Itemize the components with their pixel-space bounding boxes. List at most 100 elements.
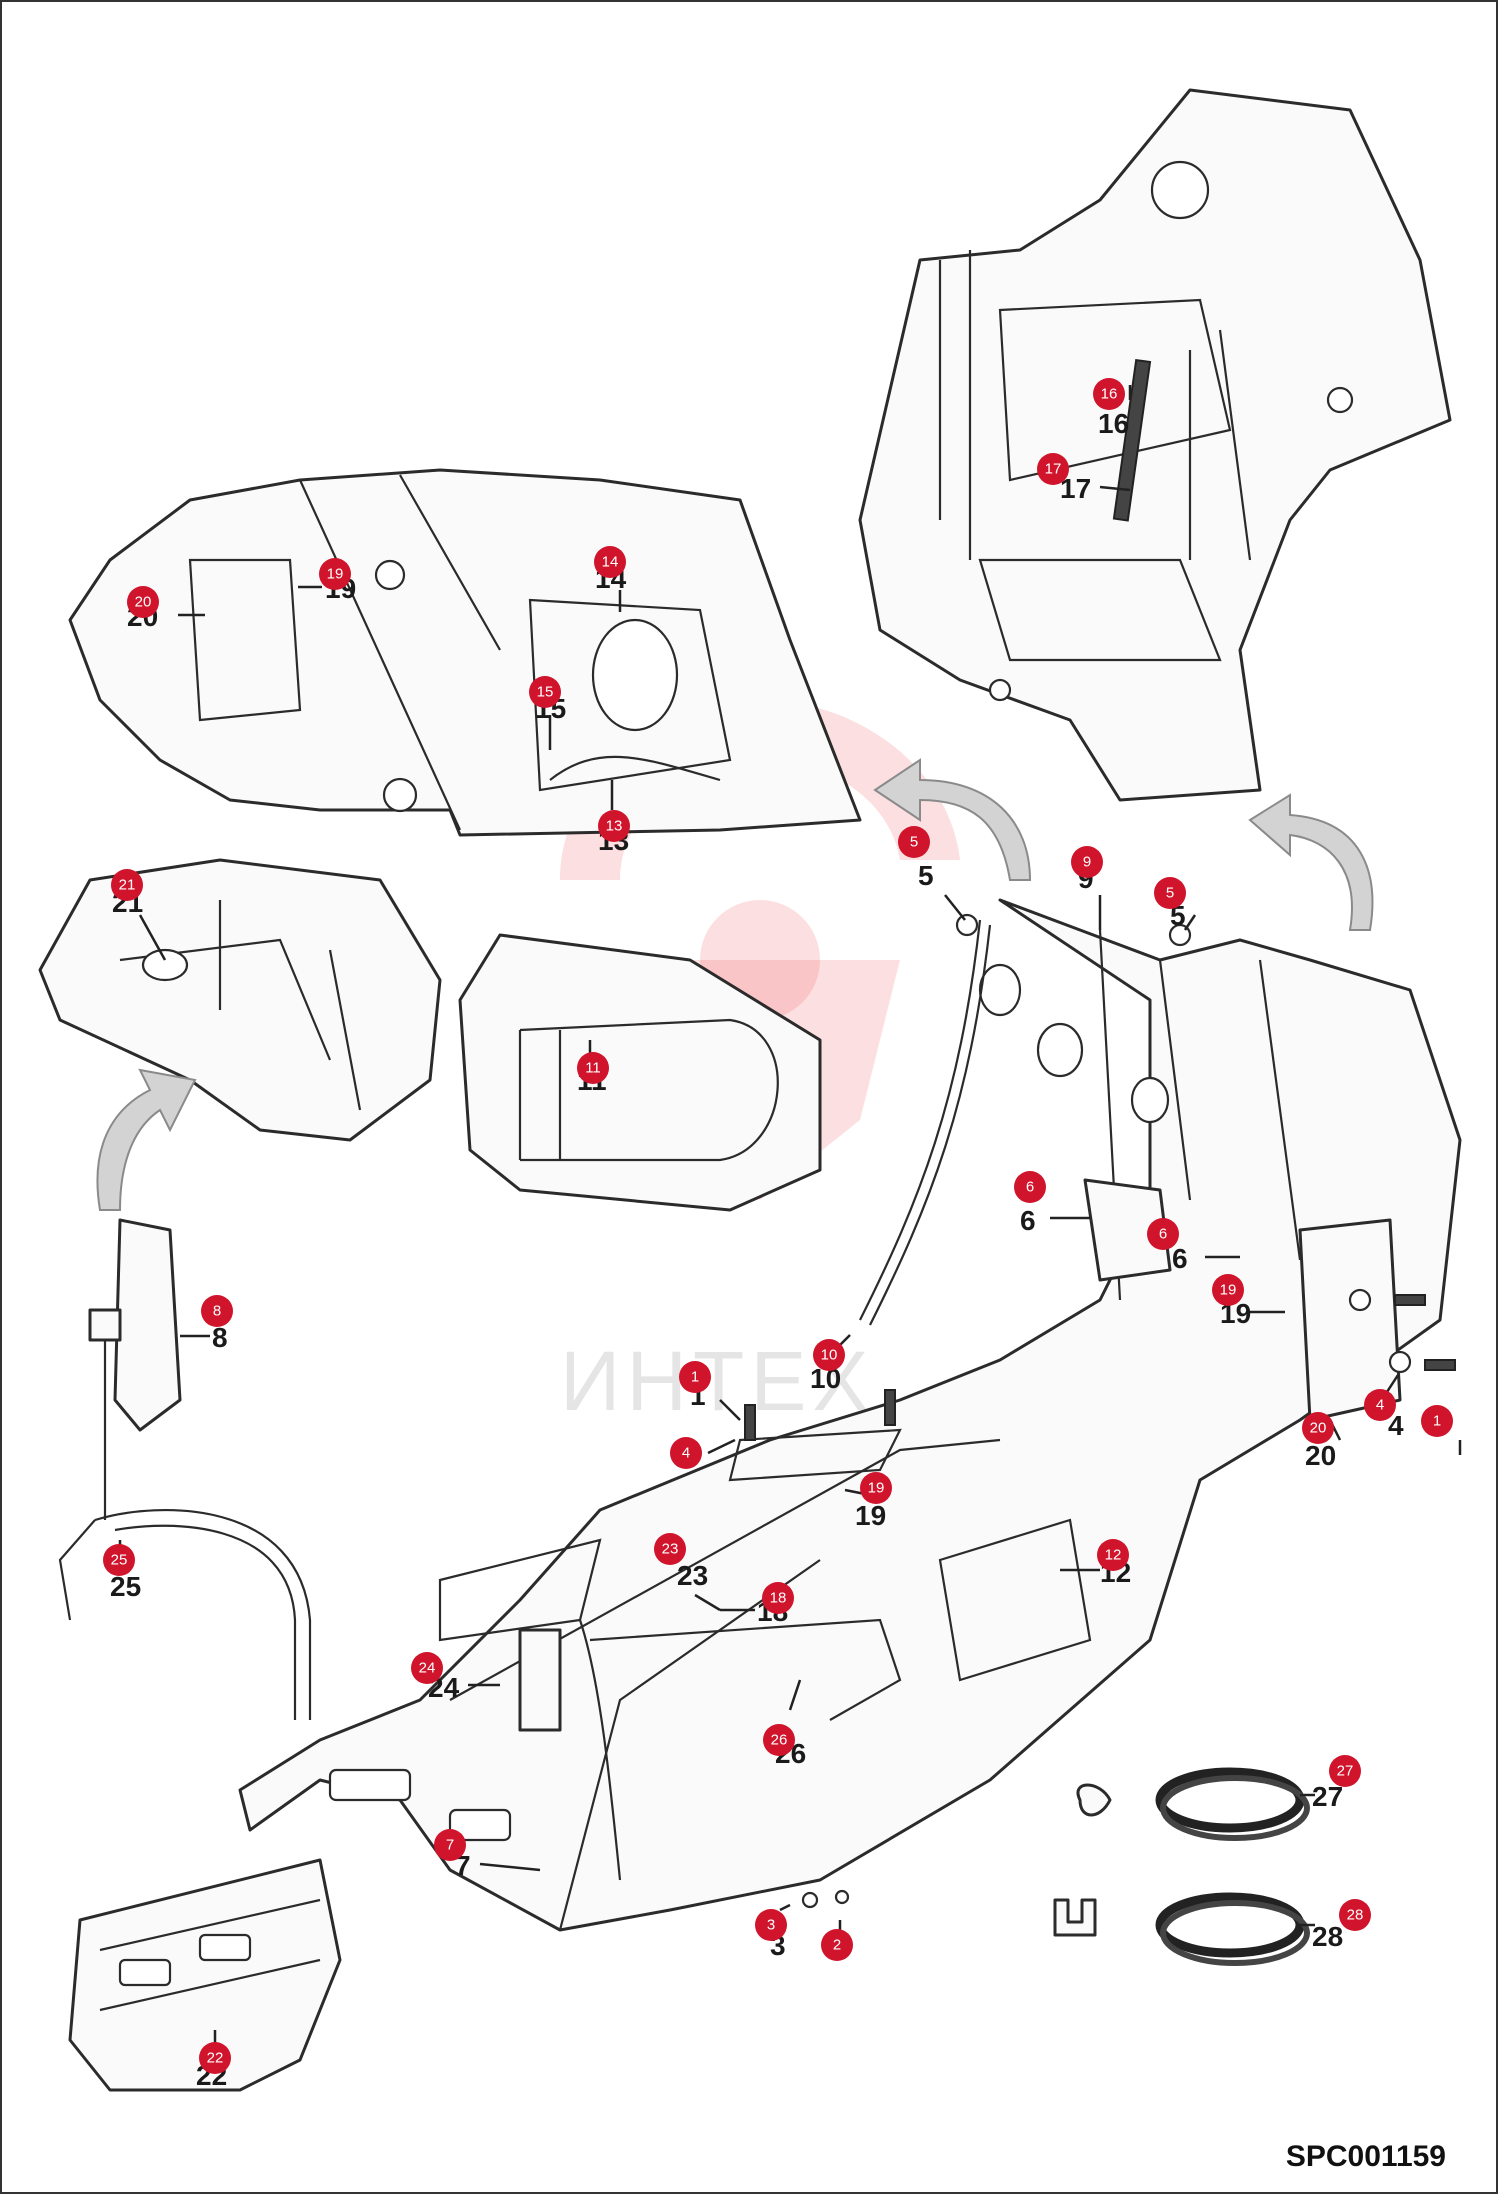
callout-badge[interactable]: 5 bbox=[1154, 877, 1186, 909]
seal-coil-28 bbox=[1053, 1892, 1310, 1966]
bottom-plate bbox=[68, 1858, 342, 2092]
callout-badge[interactable]: 18 bbox=[762, 1582, 794, 1614]
callout-badge[interactable]: 26 bbox=[763, 1724, 795, 1756]
callout-badge[interactable]: 2 bbox=[821, 1929, 853, 1961]
seal-coil-27 bbox=[1076, 1767, 1310, 1841]
callout-badge[interactable]: 19 bbox=[319, 558, 351, 590]
bracket-assembly bbox=[38, 858, 442, 1142]
callout-14: 14 14 bbox=[594, 546, 627, 612]
callout-badge[interactable]: 9 bbox=[1071, 846, 1103, 878]
callout-badge[interactable]: 25 bbox=[103, 1544, 135, 1576]
callout-badge[interactable]: 19 bbox=[860, 1472, 892, 1504]
callout-badge[interactable]: 12 bbox=[1097, 1539, 1129, 1571]
svg-text:22: 22 bbox=[207, 2050, 224, 2067]
callout-badge[interactable]: 28 bbox=[1339, 1899, 1371, 1931]
callout-badge[interactable]: 6 bbox=[1014, 1171, 1046, 1203]
callout-20: 20 20 bbox=[1302, 1412, 1342, 1471]
callout-badge[interactable]: 8 bbox=[201, 1295, 233, 1327]
svg-text:20: 20 bbox=[135, 594, 152, 611]
svg-text:27: 27 bbox=[1337, 1763, 1354, 1780]
svg-text:26: 26 bbox=[771, 1732, 788, 1749]
callout-label: 25 bbox=[110, 1571, 141, 1602]
callout-label: 19 bbox=[855, 1500, 886, 1531]
callout-26: 26 26 bbox=[763, 1679, 806, 1769]
callout-2: 2 bbox=[821, 1920, 853, 1961]
callout-label: 6 bbox=[1172, 1243, 1188, 1274]
callout-badge[interactable]: 10 bbox=[813, 1339, 845, 1371]
callout-badge[interactable]: 27 bbox=[1329, 1755, 1361, 1787]
callout-25: 25 25 bbox=[103, 1540, 141, 1602]
callout-1: 1 bbox=[1421, 1405, 1462, 1455]
svg-text:11: 11 bbox=[585, 1060, 601, 1077]
callout-28: 28 28 bbox=[1300, 1899, 1371, 1952]
svg-text:4: 4 bbox=[682, 1445, 690, 1462]
svg-text:12: 12 bbox=[1105, 1547, 1122, 1564]
svg-text:2: 2 bbox=[833, 1937, 841, 1954]
mirror-assembly bbox=[58, 1218, 312, 1720]
callout-badge[interactable]: 17 bbox=[1037, 453, 1069, 485]
callout-24: 24 24 bbox=[411, 1652, 500, 1703]
svg-text:23: 23 bbox=[662, 1541, 679, 1558]
svg-text:17: 17 bbox=[1045, 461, 1062, 478]
callout-label: 6 bbox=[1020, 1205, 1036, 1236]
callout-badge[interactable]: 5 bbox=[898, 826, 930, 858]
callout-18: 18 18 bbox=[720, 1582, 794, 1627]
callout-1: 1 1 bbox=[679, 1361, 741, 1421]
svg-text:21: 21 bbox=[119, 877, 136, 894]
svg-text:9: 9 bbox=[1083, 854, 1091, 871]
callout-4: 4 4 bbox=[1364, 1374, 1404, 1441]
svg-text:4: 4 bbox=[1376, 1397, 1384, 1414]
callout-21: 21 21 bbox=[111, 869, 167, 961]
callout-22: 22 22 bbox=[196, 2030, 231, 2091]
callout-5: 5 5 bbox=[898, 826, 966, 921]
callout-9: 9 9 bbox=[1071, 846, 1103, 930]
drawing-id-label: SPC001159 bbox=[1285, 2140, 1446, 2173]
callout-7: 7 7 bbox=[434, 1829, 541, 1881]
direction-arrows bbox=[96, 758, 1374, 1211]
callout-badge[interactable]: 3 bbox=[755, 1909, 787, 1941]
callout-badge[interactable]: 11 bbox=[577, 1052, 609, 1084]
arrow-curved-right-icon bbox=[1248, 793, 1374, 931]
callout-badge[interactable]: 13 bbox=[598, 810, 630, 842]
callout-20: 20 20 bbox=[127, 586, 205, 632]
callout-badge[interactable]: 15 bbox=[529, 676, 561, 708]
callout-badge[interactable]: 21 bbox=[111, 869, 143, 901]
curved-cover bbox=[458, 933, 822, 1212]
svg-text:24: 24 bbox=[419, 1660, 436, 1677]
callout-11: 11 11 bbox=[577, 1040, 609, 1096]
callout-badge[interactable]: 7 bbox=[434, 1829, 466, 1861]
svg-text:3: 3 bbox=[767, 1917, 775, 1934]
arrow-curved-mid-icon bbox=[873, 758, 1032, 881]
callout-badge[interactable]: 23 bbox=[654, 1533, 686, 1565]
svg-text:8: 8 bbox=[213, 1303, 221, 1320]
callout-badge[interactable]: 20 bbox=[127, 586, 159, 618]
side-panel-assembly bbox=[68, 468, 862, 837]
callout-label: 27 bbox=[1312, 1781, 1343, 1812]
callout-label: 16 bbox=[1098, 408, 1129, 439]
callout-badge[interactable]: 20 bbox=[1302, 1412, 1334, 1444]
svg-text:5: 5 bbox=[910, 834, 918, 851]
callout-badge[interactable]: 4 bbox=[1364, 1389, 1396, 1421]
arrow-left-icon bbox=[96, 1068, 197, 1211]
main-frame bbox=[238, 898, 1462, 1932]
svg-text:13: 13 bbox=[606, 818, 623, 835]
callout-badge[interactable]: 16 bbox=[1093, 378, 1125, 410]
callout-label: 5 bbox=[918, 860, 934, 891]
svg-text:19: 19 bbox=[1220, 1282, 1237, 1299]
callout-27: 27 27 bbox=[1300, 1755, 1361, 1812]
callout-19: 19 19 bbox=[844, 1472, 892, 1531]
callout-badge[interactable]: 19 bbox=[1212, 1274, 1244, 1306]
callout-badge[interactable]: 22 bbox=[199, 2042, 231, 2074]
callout-badge[interactable]: 4 bbox=[670, 1437, 702, 1469]
callout-badge[interactable]: 1 bbox=[1421, 1405, 1453, 1437]
svg-text:25: 25 bbox=[111, 1552, 128, 1569]
callout-4: 4 bbox=[670, 1437, 736, 1469]
svg-text:14: 14 bbox=[602, 554, 619, 571]
callout-badge[interactable]: 6 bbox=[1147, 1218, 1179, 1250]
callout-badge[interactable]: 24 bbox=[411, 1652, 443, 1684]
callout-6: 6 6 bbox=[1147, 1218, 1240, 1274]
callout-badge[interactable]: 1 bbox=[679, 1361, 711, 1393]
callout-badge[interactable]: 14 bbox=[594, 546, 626, 578]
